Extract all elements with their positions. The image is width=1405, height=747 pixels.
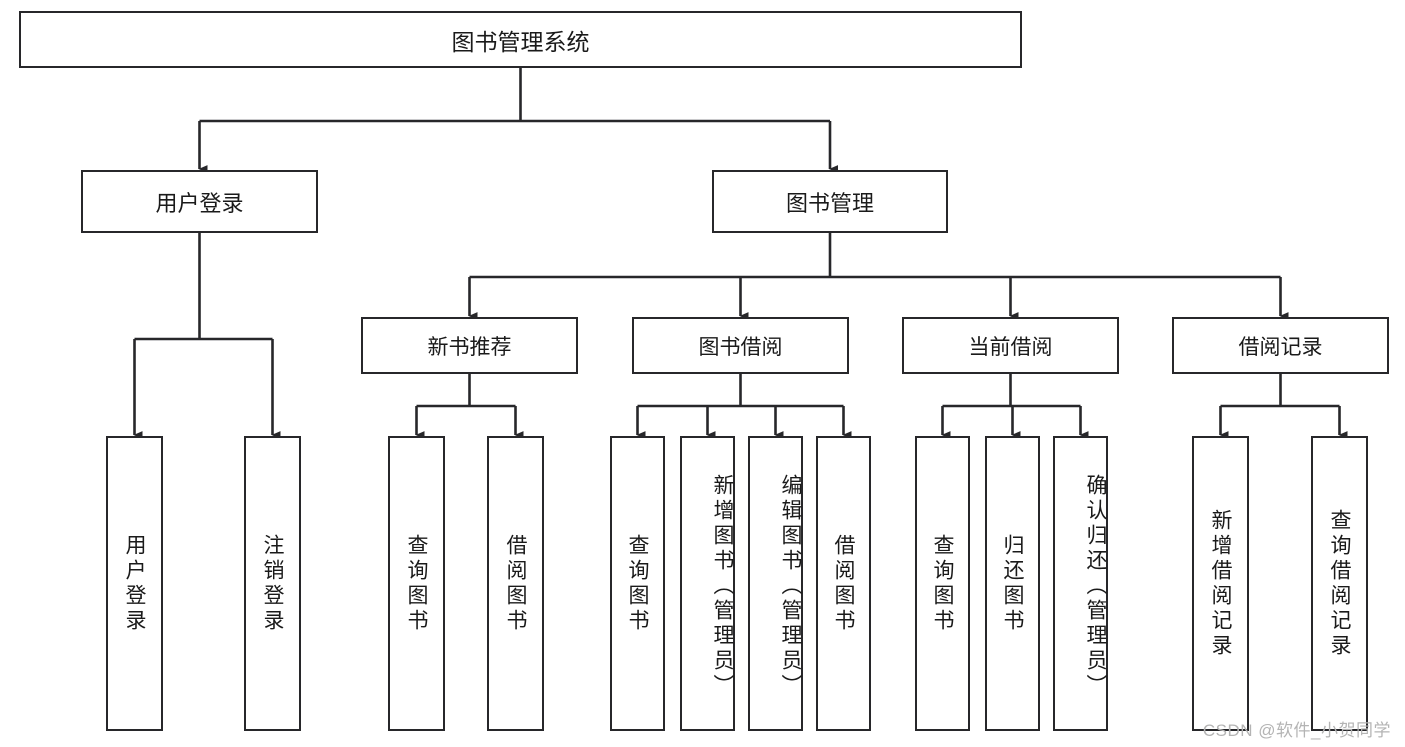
- node-label-leaf-rec-query: 查询图书: [405, 533, 428, 634]
- node-current-borrow[interactable]: 当前借阅: [902, 317, 1119, 374]
- node-leaf-book-add[interactable]: 新增图书（管理员）: [680, 436, 735, 731]
- node-label-leaf-book-add: 新增图书（管理员）: [711, 474, 734, 699]
- node-root[interactable]: 图书管理系统: [19, 11, 1022, 68]
- node-leaf-rec-query[interactable]: 查询图书: [388, 436, 445, 731]
- node-label-leaf-record-add: 新增借阅记录: [1209, 508, 1232, 659]
- node-label-new-book-rec: 新书推荐: [427, 335, 512, 359]
- node-leaf-record-query[interactable]: 查询借阅记录: [1311, 436, 1368, 731]
- node-label-leaf-book-edit: 编辑图书（管理员）: [779, 474, 802, 699]
- node-book-borrow[interactable]: 图书借阅: [632, 317, 849, 374]
- node-label-leaf-cur-return: 归还图书: [1001, 533, 1024, 634]
- node-label-leaf-book-lend: 借阅图书: [832, 533, 855, 634]
- node-leaf-user-login[interactable]: 用户登录: [106, 436, 163, 731]
- node-label-leaf-record-query: 查询借阅记录: [1328, 508, 1351, 659]
- node-leaf-user-logout[interactable]: 注销登录: [244, 436, 301, 731]
- edge-paths: [133, 68, 1348, 439]
- node-label-leaf-cur-query: 查询图书: [931, 533, 954, 634]
- node-leaf-cur-query[interactable]: 查询图书: [915, 436, 970, 731]
- node-new-book-rec[interactable]: 新书推荐: [361, 317, 578, 374]
- node-book-manage[interactable]: 图书管理: [712, 170, 948, 233]
- node-label-root: 图书管理系统: [451, 28, 590, 55]
- node-leaf-book-lend[interactable]: 借阅图书: [816, 436, 871, 731]
- node-user-login[interactable]: 用户登录: [81, 170, 318, 233]
- node-label-leaf-user-login: 用户登录: [123, 533, 146, 634]
- node-label-leaf-borrow-query: 查询图书: [626, 533, 649, 634]
- node-leaf-book-edit[interactable]: 编辑图书（管理员）: [748, 436, 803, 731]
- node-label-book-manage: 图书管理: [785, 190, 874, 216]
- node-leaf-rec-borrow[interactable]: 借阅图书: [487, 436, 544, 731]
- node-label-leaf-user-logout: 注销登录: [261, 533, 284, 634]
- node-label-leaf-cur-confirm: 确认归还（管理员）: [1084, 474, 1107, 699]
- node-leaf-cur-return[interactable]: 归还图书: [985, 436, 1040, 731]
- node-leaf-cur-confirm[interactable]: 确认归还（管理员）: [1053, 436, 1108, 731]
- node-label-leaf-rec-borrow: 借阅图书: [504, 533, 527, 634]
- node-label-book-borrow: 图书借阅: [698, 335, 783, 359]
- node-label-current-borrow: 当前借阅: [968, 335, 1053, 359]
- node-leaf-record-add[interactable]: 新增借阅记录: [1192, 436, 1249, 731]
- watermark-label: CSDN @软件_小贺同学: [1202, 721, 1391, 740]
- node-label-user-login: 用户登录: [155, 190, 244, 216]
- node-label-borrow-record: 借阅记录: [1238, 335, 1323, 359]
- node-leaf-borrow-query[interactable]: 查询图书: [610, 436, 665, 731]
- node-borrow-record[interactable]: 借阅记录: [1172, 317, 1389, 374]
